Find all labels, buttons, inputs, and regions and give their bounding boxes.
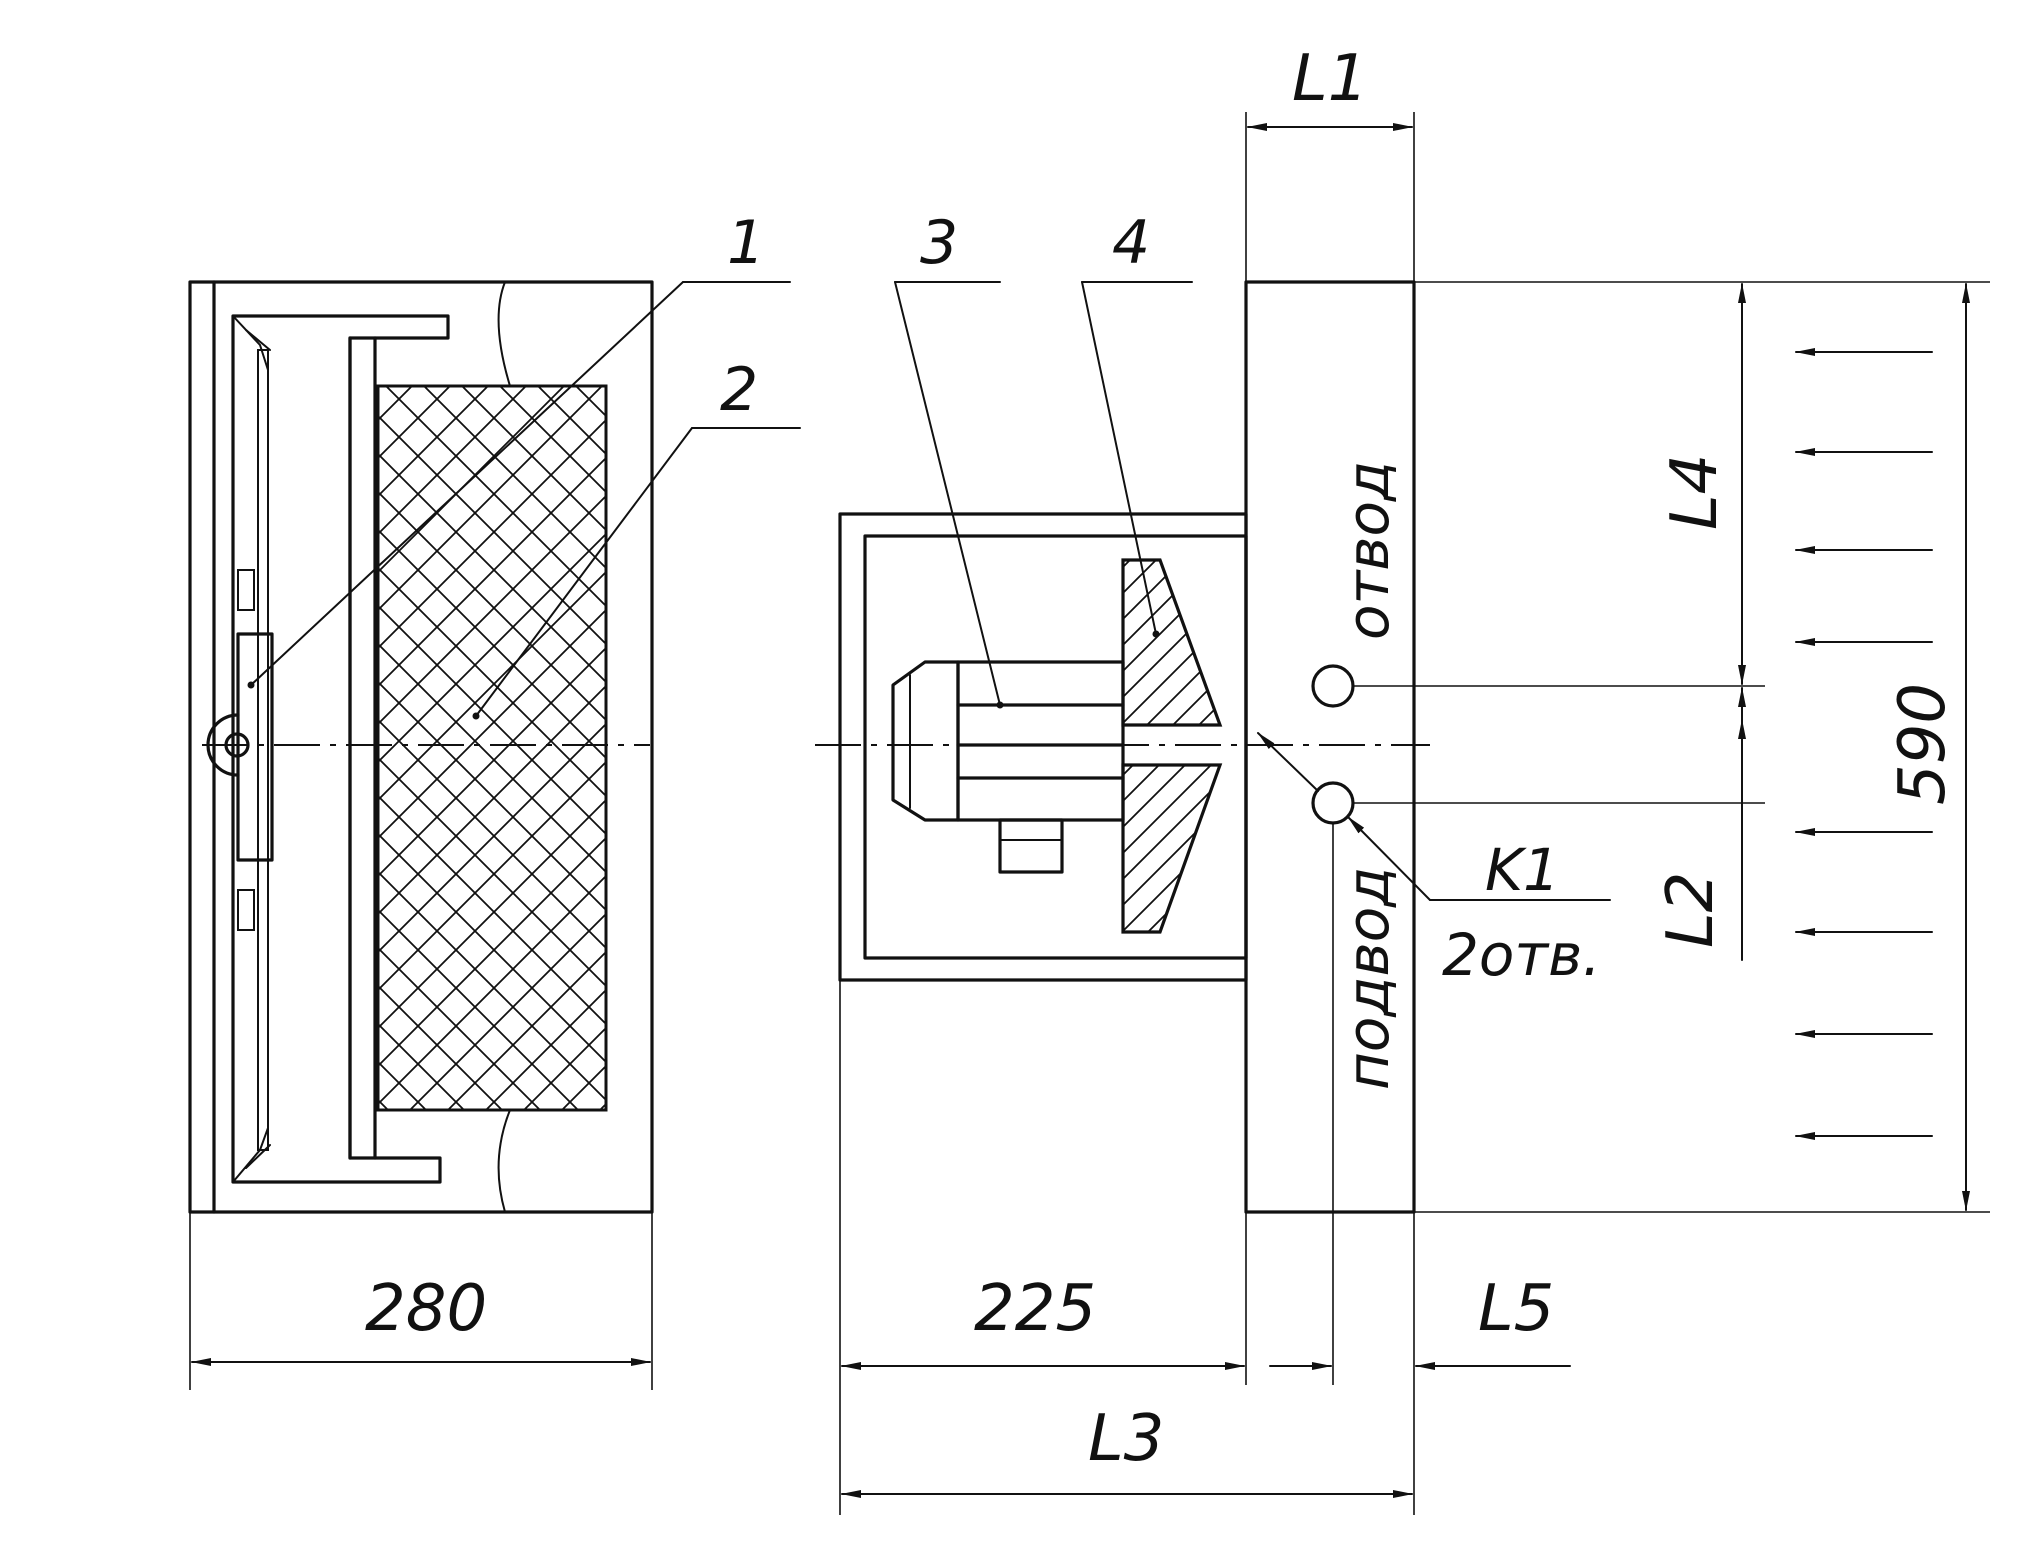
hole-code: K1 <box>1485 836 1560 904</box>
filter-media <box>376 384 608 1112</box>
dim-label-L2: L2 <box>1654 872 1728 948</box>
callout-1: 1 <box>727 208 765 278</box>
dim-label-L1: L1 <box>1292 42 1368 116</box>
callout-2: 2 <box>720 355 758 425</box>
inlet-label: подвод <box>1334 867 1402 1090</box>
airflow-arrows <box>1795 348 1933 1140</box>
dim-label-280: 280 <box>365 1272 487 1346</box>
dim-label-L4: L4 <box>1658 454 1732 530</box>
dimension-225 <box>839 980 1247 1515</box>
front-housing <box>188 280 654 1214</box>
fan-box <box>838 512 1248 982</box>
dim-label-225: 225 <box>974 1272 1096 1346</box>
fan-impeller-lower <box>1121 763 1223 934</box>
callout-3: 3 <box>920 208 958 278</box>
hole-note-leader <box>1257 732 1611 901</box>
dim-label-L3: L3 <box>1088 1402 1164 1476</box>
hole-count: 2отв. <box>1442 921 1601 989</box>
dimension-L1 <box>1245 112 1415 282</box>
callout-4: 4 <box>1112 208 1150 278</box>
dimension-280 <box>189 1212 653 1390</box>
front-view <box>188 280 801 1214</box>
dim-label-590: 590 <box>1886 683 1960 805</box>
outlet-label: отвод <box>1334 461 1402 640</box>
dimension-L5 <box>1269 823 1571 1515</box>
fan-impeller-upper <box>1121 558 1223 727</box>
latch-element <box>236 632 274 862</box>
outlet-hole <box>1311 664 1355 708</box>
dim-label-L5: L5 <box>1478 1272 1554 1346</box>
motor <box>891 660 960 822</box>
evaporator-panel <box>1244 280 1416 1214</box>
